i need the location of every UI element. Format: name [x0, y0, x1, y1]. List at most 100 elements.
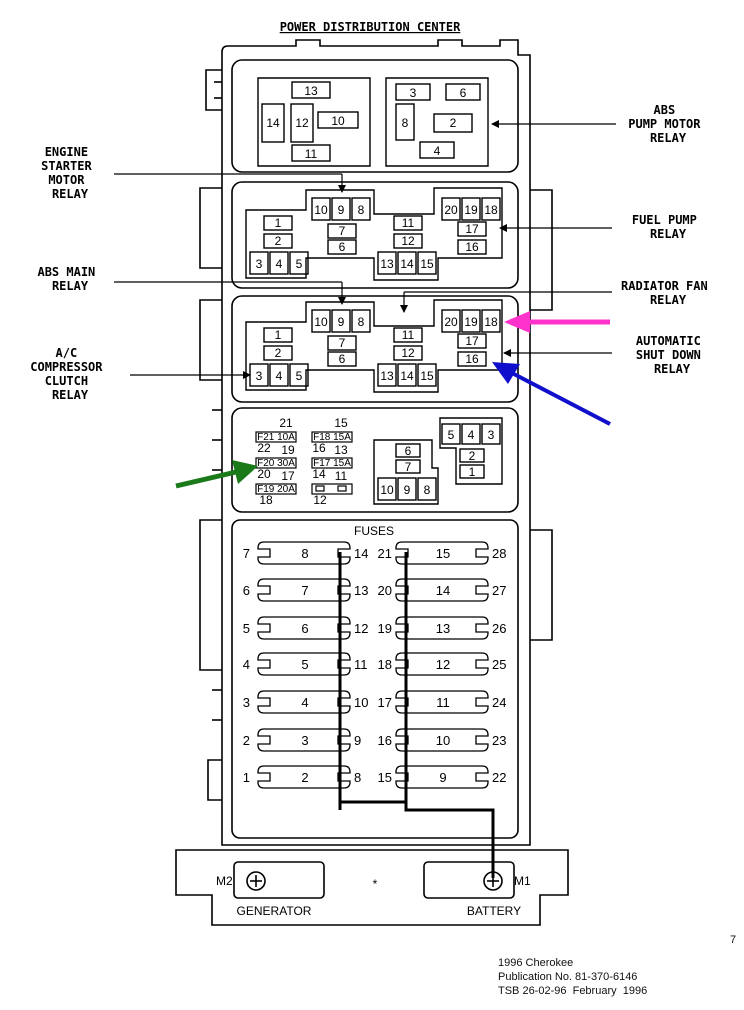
mini-fuse-num: 17 — [281, 469, 295, 483]
slot: 13 — [380, 369, 394, 383]
fuses-header: FUSES — [354, 524, 394, 538]
label-line: FUEL PUMP — [632, 213, 697, 227]
fuse-number: 4 — [243, 657, 250, 672]
fuse-number: 12 — [354, 621, 368, 636]
publication-line: TSB 26-02-96 February 1996 — [498, 985, 648, 997]
slot: 2 — [275, 234, 282, 248]
fuse-number: 2 — [301, 770, 308, 785]
green-arrow — [175, 460, 258, 489]
label-line: RELAY — [650, 131, 687, 145]
slot: 16 — [465, 240, 479, 254]
fuse-slot — [257, 616, 351, 640]
callouts — [114, 120, 616, 379]
fuse-slot — [257, 728, 351, 752]
slot: 8 — [424, 483, 431, 497]
slot: 9 — [338, 203, 345, 217]
mini-fuse-num: 15 — [334, 416, 348, 430]
m2-label: M2 — [216, 874, 233, 888]
fuse-number: 12 — [436, 657, 450, 672]
label-line: MOTOR — [48, 173, 85, 187]
slot: 8 — [358, 315, 365, 329]
fuse-slot — [395, 690, 489, 714]
slot: 18 — [484, 315, 498, 329]
slot: 6 — [339, 352, 346, 366]
fuse-slot — [257, 541, 351, 565]
slot: 20 — [444, 203, 458, 217]
m1-label: M1 — [514, 874, 531, 888]
mini-fuse-num: 16 — [312, 441, 326, 455]
slot: 9 — [404, 483, 411, 497]
slot: 4 — [468, 428, 475, 442]
housing — [199, 39, 553, 846]
fuse-number: 5 — [301, 657, 308, 672]
top-relay-box — [257, 77, 489, 167]
label-line: RADIATOR FAN — [621, 279, 708, 293]
fuse-number: 28 — [492, 546, 506, 561]
top-slot: 8 — [402, 116, 409, 130]
mini-fuse-panel — [255, 431, 353, 495]
slot: 2 — [469, 449, 476, 463]
label-line: A/C — [56, 346, 78, 360]
fuse-number: 3 — [301, 733, 308, 748]
slot: 18 — [484, 203, 498, 217]
generator-label: GENERATOR — [237, 904, 312, 918]
abs-main-label: ABS MAIN RELAY — [37, 265, 102, 293]
relay-row-a-labels: 1 2 3 4 5 10 9 8 7 6 11 12 13 14 15 20 1… — [256, 203, 498, 271]
fuse-slot — [257, 652, 351, 676]
label-line: COMPRESSOR — [30, 360, 103, 374]
slot: 7 — [339, 336, 346, 350]
fuse-slot — [257, 578, 351, 602]
mini-fuse-label: F19 20A — [257, 484, 295, 495]
fuse-slot — [257, 765, 351, 789]
slot: 19 — [464, 203, 478, 217]
slot: 20 — [444, 315, 458, 329]
fuse-number: 4 — [301, 695, 308, 710]
fuse-number: 9 — [439, 770, 446, 785]
fuse-number: 23 — [492, 733, 506, 748]
relay-row-b — [245, 299, 503, 393]
fuse-slot — [395, 578, 489, 602]
fuse-number: 8 — [354, 770, 361, 785]
label-line: RELAY — [52, 388, 89, 402]
mini-fuse-num: 18 — [259, 493, 273, 507]
asd-relay-label: AUTOMATIC SHUT DOWN RELAY — [636, 334, 708, 376]
fuse-number: 11 — [436, 695, 450, 710]
fuse-slot — [395, 616, 489, 640]
fuse-number: 24 — [492, 695, 506, 710]
slot: 3 — [256, 257, 263, 271]
slot: 15 — [420, 257, 434, 271]
mini-fuse-num: 21 — [279, 416, 293, 430]
slot: 11 — [402, 216, 415, 230]
slot: 19 — [464, 315, 478, 329]
bus-wires — [338, 552, 495, 878]
fuse-number: 19 — [378, 621, 392, 636]
label-line: RELAY — [52, 187, 89, 201]
fuse-number: 13 — [436, 621, 450, 636]
slot: 10 — [380, 483, 394, 497]
ac-clutch-label: A/C COMPRESSOR CLUTCH RELAY — [30, 346, 109, 402]
slot: 2 — [275, 346, 282, 360]
label-line: SHUT DOWN — [636, 348, 701, 362]
relay-row-b-labels: 1 2 3 4 5 10 9 8 7 6 11 12 13 14 15 20 1… — [256, 315, 498, 383]
fuse-number: 25 — [492, 657, 506, 672]
fuse-slot — [395, 652, 489, 676]
slot: 4 — [276, 369, 283, 383]
slot: 8 — [358, 203, 365, 217]
fuse-number: 14 — [354, 546, 368, 561]
fuse-number: 27 — [492, 583, 506, 598]
label-line: RELAY — [650, 227, 687, 241]
slot: 6 — [405, 444, 412, 458]
top-slot: 10 — [331, 114, 345, 128]
fuse-number: 10 — [354, 695, 368, 710]
label-line: AUTOMATIC — [636, 334, 701, 348]
label-line: STARTER — [41, 159, 92, 173]
label-line: RELAY — [52, 279, 89, 293]
mini-fuse-num: 13 — [334, 443, 348, 457]
fuse-number: 2 — [243, 733, 250, 748]
top-slot: 14 — [266, 116, 280, 130]
fuse-number: 13 — [354, 583, 368, 598]
fuel-pump-label: FUEL PUMP RELAY — [632, 213, 704, 241]
label-line: ABS MAIN — [37, 265, 95, 279]
top-slot: 12 — [295, 116, 309, 130]
slot: 12 — [401, 346, 415, 360]
